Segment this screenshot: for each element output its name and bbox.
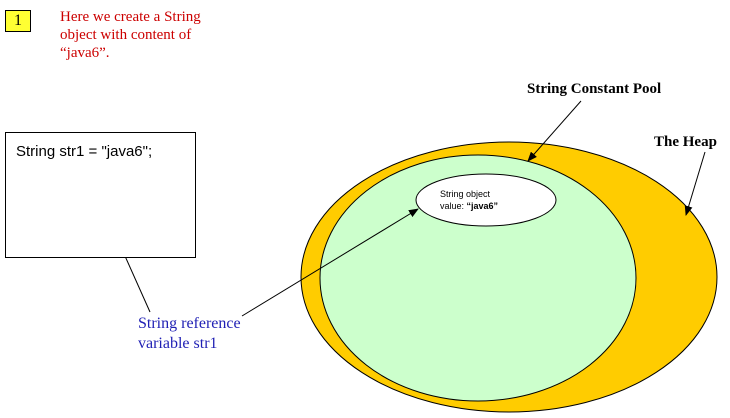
caption-line-1: Here we create a String [60,9,201,25]
string-object-ellipse [415,173,557,227]
string-constant-pool-ellipse [319,154,637,402]
code-statement: String str1 = "java6"; [16,143,153,160]
reference-variable-label: String reference variable str1 [138,314,241,354]
string-object-value-line: value: “java6” [440,200,498,212]
string-object-title: String object [440,189,491,199]
string-object-value-prefix: value: [440,201,467,211]
reference-label-line-2: variable str1 [138,335,218,352]
step-caption: Here we create a String object with cont… [60,8,240,62]
caption-line-3: “java6”. [60,45,110,61]
caption-line-2: object with content of [60,27,192,43]
step-number-badge: 1 [5,10,31,32]
string-object-value: “java6” [466,201,499,211]
reference-to-object-arrow [241,208,419,317]
heap-pointer-arrow [684,151,706,216]
reference-label-line-1: String reference [138,315,241,332]
pool-pointer-arrow [527,100,582,162]
string-object-text: String object value: “java6” [440,188,498,212]
code-box: String str1 = "java6"; [5,132,196,258]
heap-label: The Heap [654,134,717,150]
string-constant-pool-label: String Constant Pool [527,81,662,97]
